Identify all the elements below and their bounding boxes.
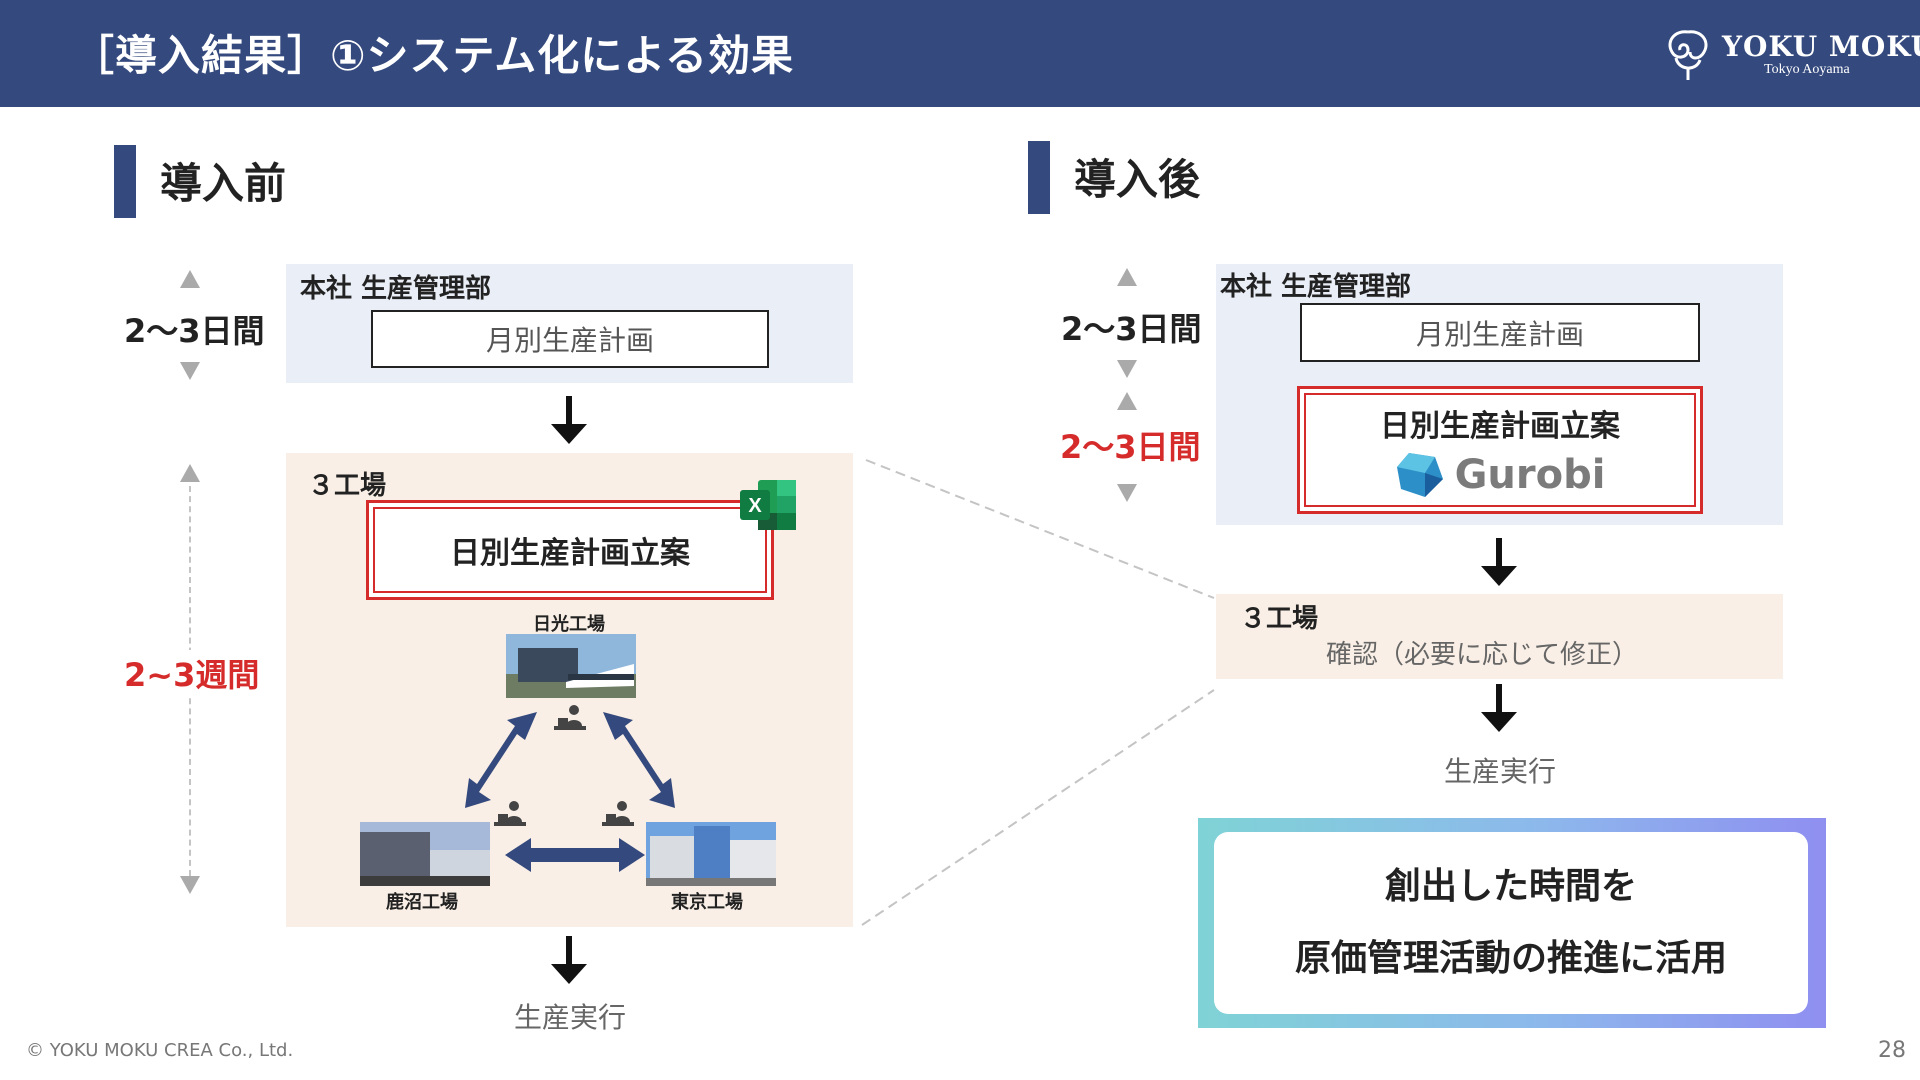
- person-at-desk-icon: [554, 705, 586, 730]
- kanuma-factory-label: 鹿沼工場: [386, 892, 458, 913]
- after-section-bar: [1028, 141, 1050, 214]
- gurobi-logo: Gurobi: [1395, 451, 1606, 499]
- after-factories-panel: ３工場 確認（必要に応じて修正）: [1216, 594, 1783, 679]
- before-hq-label: 本社 生産管理部: [300, 274, 492, 304]
- after-hq-duration-down-icon: [1117, 360, 1137, 378]
- before-flow-arrow-1-icon: [551, 396, 587, 444]
- gurobi-text: Gurobi: [1454, 452, 1606, 498]
- header-bar: ［導入結果］①システム化による効果 YOKU MOKU Tokyo Aoyama: [0, 0, 1920, 107]
- before-monthly-plan-box: 月別生産計画: [371, 310, 769, 368]
- after-hq-label: 本社 生産管理部: [1220, 272, 1412, 302]
- after-daily-duration: 2〜3日間: [1054, 422, 1207, 468]
- result-line-1: 創出した時間を: [1384, 866, 1637, 907]
- before-daily-plan-text: 日別生産計画立案: [450, 536, 690, 571]
- page-title: ［導入結果］①システム化による効果: [72, 31, 795, 80]
- logo-text: YOKU MOKU: [1722, 30, 1920, 63]
- before-factory-duration-down-icon: [180, 876, 200, 894]
- excel-icon: X: [740, 480, 796, 530]
- before-hq-duration-down-icon: [180, 362, 200, 380]
- before-factory-duration-up-icon: [180, 464, 200, 482]
- before-factory-duration: 2~3週間: [120, 650, 264, 696]
- after-daily-duration-up-icon: [1117, 392, 1137, 410]
- after-flow-arrow-1-icon: [1481, 538, 1517, 586]
- before-section-bar: [114, 145, 136, 218]
- yokumoku-logo-icon: [1668, 30, 1708, 80]
- logo-subtext: Tokyo Aoyama: [1764, 62, 1850, 77]
- before-hq-duration-up-icon: [180, 270, 200, 288]
- after-execution-text: 生産実行: [1444, 755, 1557, 788]
- copyright: © YOKU MOKU CREA Co., Ltd.: [26, 1040, 294, 1061]
- after-daily-plan-text: 日別生産計画立案: [1380, 409, 1620, 444]
- after-flow-arrow-2-icon: [1481, 684, 1517, 732]
- before-flow-arrow-2-icon: [551, 936, 587, 984]
- nikko-factory-photo: [506, 634, 636, 698]
- company-logo: YOKU MOKU Tokyo Aoyama: [1660, 24, 1920, 86]
- result-line-2: 原価管理活動の推進に活用: [1294, 938, 1727, 979]
- before-section-title: 導入前: [160, 159, 287, 208]
- page-number: 28: [1878, 1038, 1906, 1063]
- after-monthly-plan-box: 月別生産計画: [1300, 303, 1700, 362]
- before-execution-text: 生産実行: [514, 1001, 627, 1034]
- before-daily-plan-box: 日別生産計画立案: [366, 500, 774, 600]
- gurobi-logo-icon: [1396, 453, 1443, 497]
- kanuma-factory-photo: [360, 822, 490, 886]
- person-at-desk-icon: [494, 801, 526, 826]
- result-highlight-box: 創出した時間を 原価管理活動の推進に活用: [1198, 818, 1826, 1028]
- after-hq-duration-up-icon: [1117, 268, 1137, 286]
- tokyo-factory-photo: [646, 822, 776, 886]
- after-hq-duration: 2〜3日間: [1061, 310, 1202, 348]
- after-factory-task: 確認（必要に応じて修正）: [1326, 640, 1639, 670]
- before-factories-label: ３工場: [308, 471, 387, 501]
- after-daily-duration-down-icon: [1117, 484, 1137, 502]
- svg-text:X: X: [748, 495, 762, 517]
- after-daily-plan-box: 日別生産計画立案 Gurobi: [1297, 386, 1703, 514]
- after-section-title: 導入後: [1074, 155, 1201, 204]
- tokyo-factory-label: 東京工場: [671, 892, 743, 913]
- before-hq-duration: 2〜3日間: [124, 312, 265, 350]
- factory-exchange-arrows-icon: [465, 712, 675, 872]
- nikko-factory-label: 日光工場: [533, 614, 605, 635]
- after-factories-label: ３工場: [1240, 604, 1319, 634]
- person-at-desk-icon: [602, 801, 634, 826]
